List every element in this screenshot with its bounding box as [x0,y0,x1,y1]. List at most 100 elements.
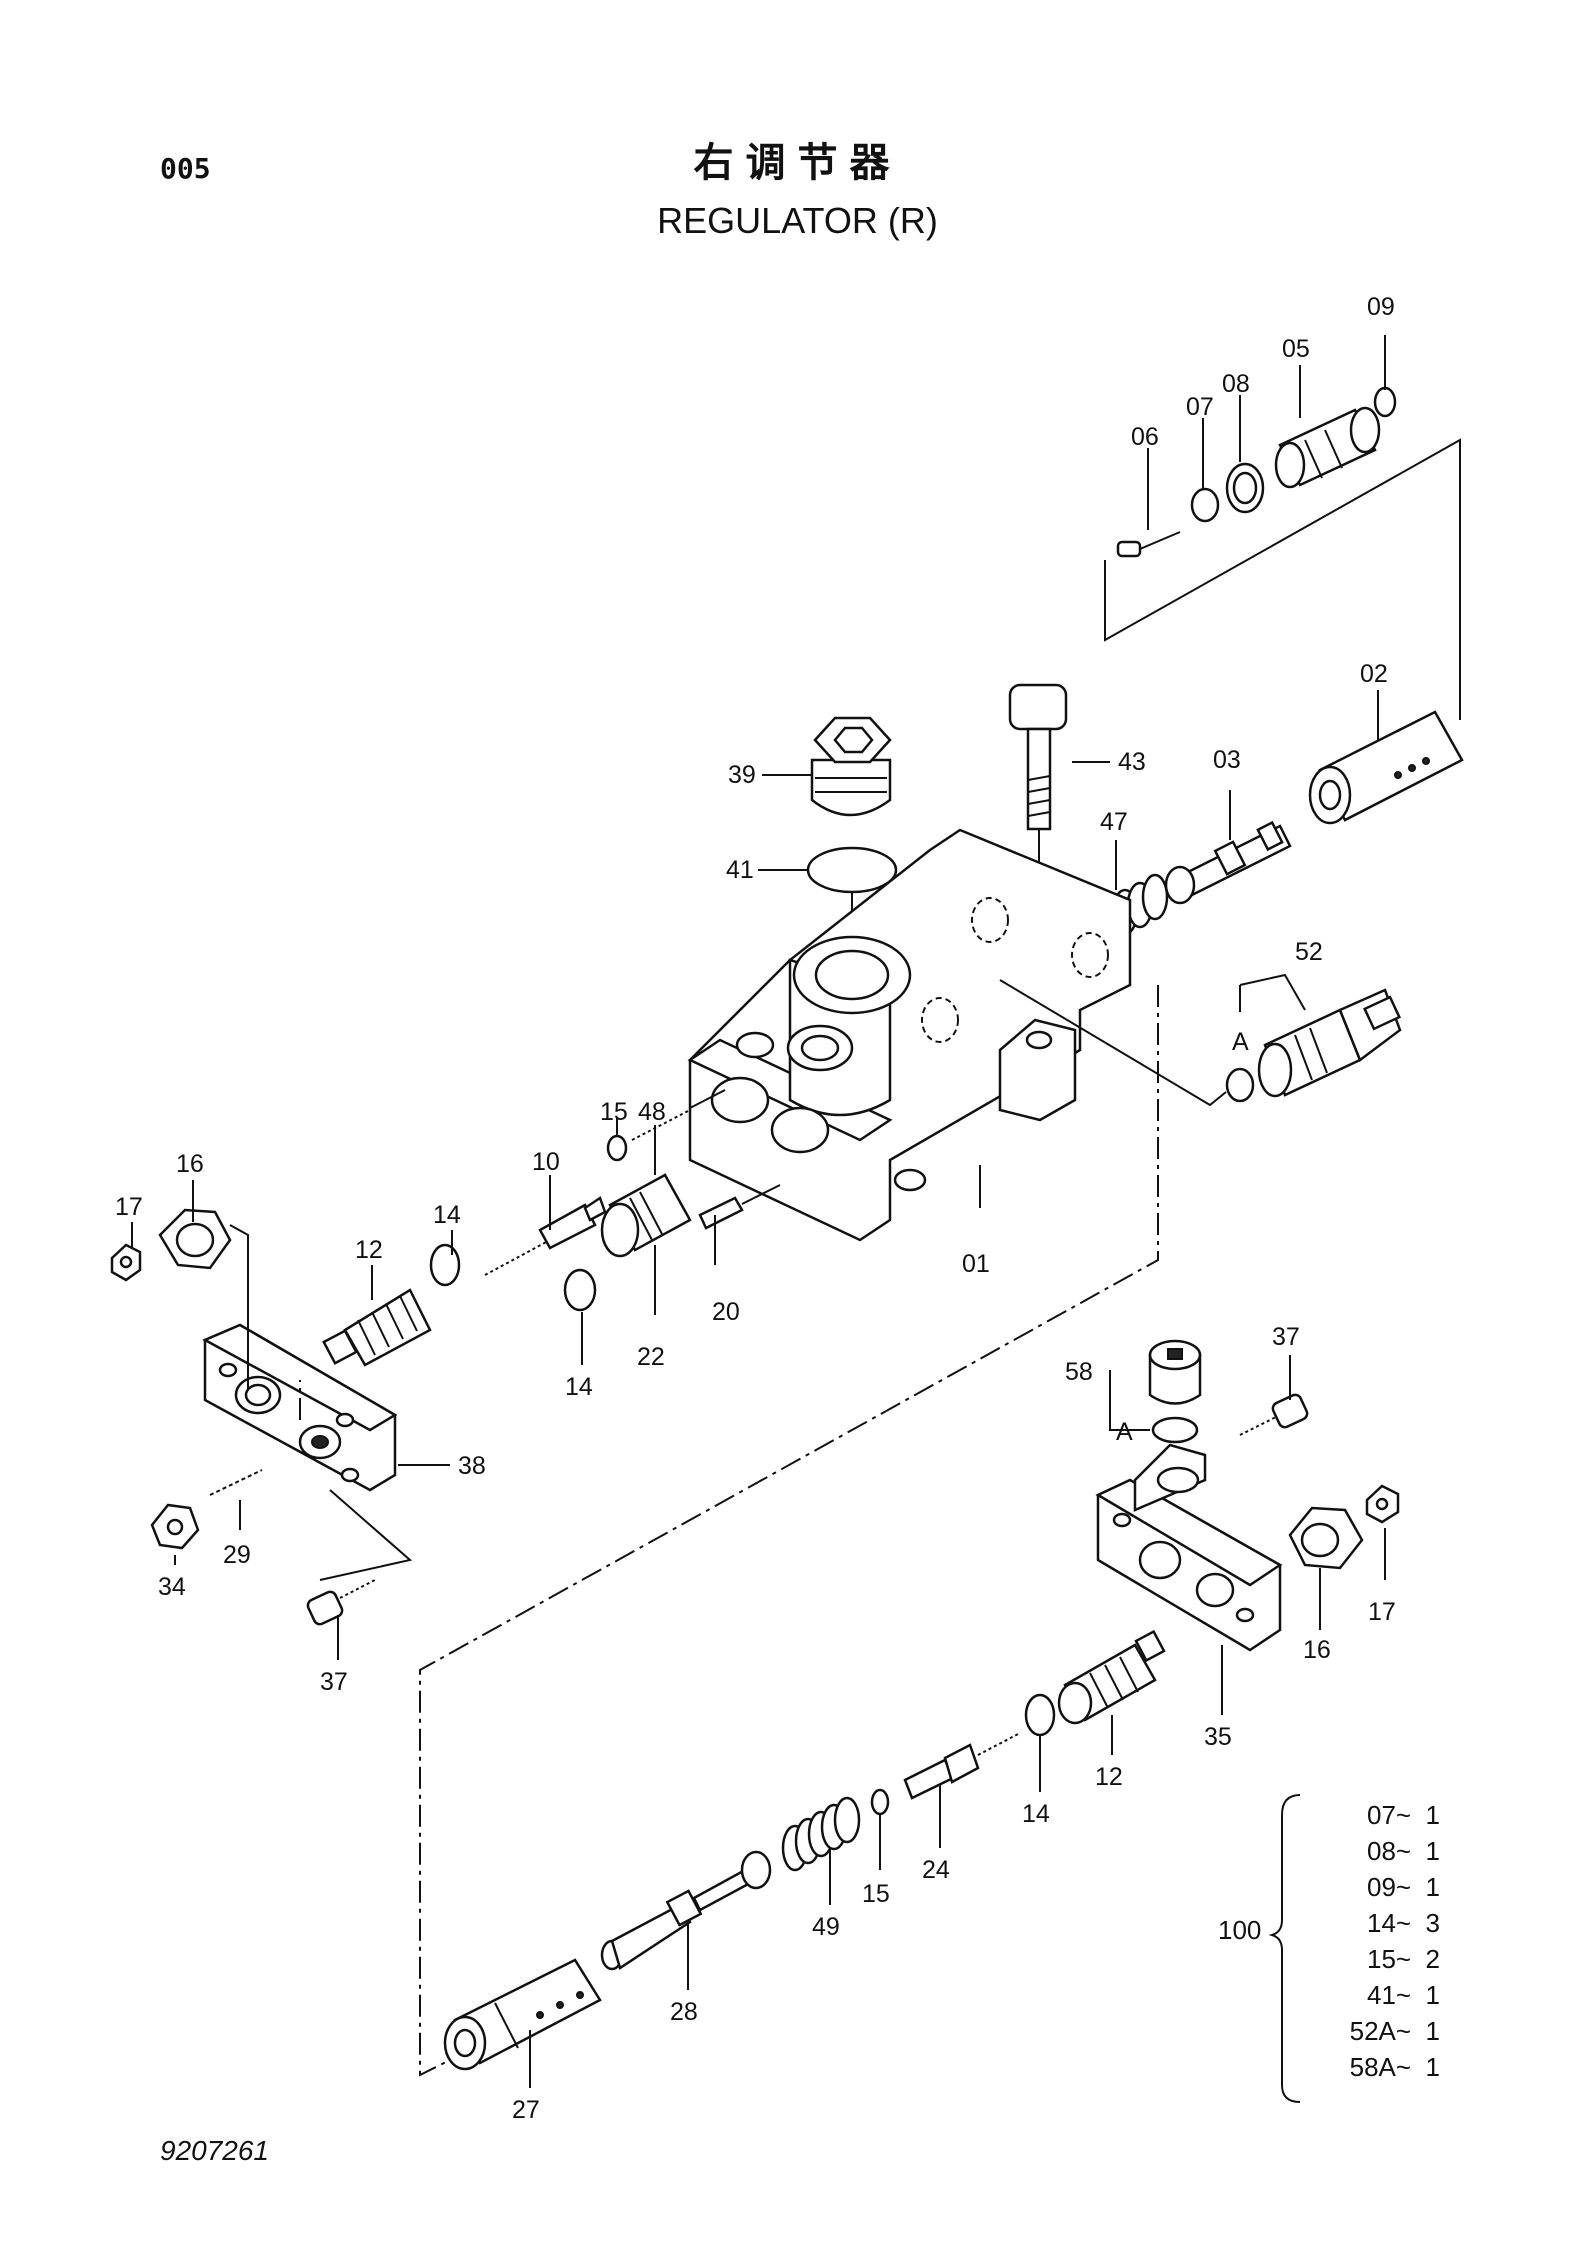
part-24-spool [903,1732,1021,1800]
callout-16-right: 16 [1303,1636,1331,1664]
kit-item: 08~ 1 [1366,1836,1440,1866]
part-06-pin [1116,531,1181,558]
callout-58: 58 [1065,1358,1093,1386]
callout-17-right: 17 [1368,1598,1396,1626]
callout-12-right: 12 [1095,1763,1123,1791]
kit-brace [1268,1794,1301,2103]
leader-16-cover [229,1224,249,1390]
callout-03: 03 [1213,746,1241,774]
callout-38: 38 [458,1452,486,1480]
part-16-nut-right [1288,1506,1364,1570]
title-chinese: 右调节器 [693,140,902,186]
kit-number: 100 [1218,1915,1262,1945]
part-58A-oring [1151,1416,1199,1444]
part-07-oring [1190,487,1220,523]
part-02-sleeve [1308,710,1464,825]
callout-A-upper: A [1232,1028,1249,1056]
kit-item: 52A~ 1 [1349,2016,1440,2046]
part-15-oring-lower [870,1788,890,1816]
part-48-spring [631,1109,691,1141]
part-52A-oring [1225,1067,1255,1103]
callout-34: 34 [158,1573,186,1601]
part-35-cover [1095,1443,1283,1652]
part-29-spring [209,1469,263,1496]
part-09-oring [1373,386,1397,418]
callout-27: 27 [512,2096,540,2124]
drawing-number: 9207261 [160,2135,270,2166]
callout-20: 20 [712,1298,740,1326]
callout-22: 22 [637,1343,665,1371]
callout-07: 07 [1186,393,1214,421]
part-28-spool [600,1850,772,1971]
subassembly-bracket [1104,438,1461,720]
part-39-plug [810,716,892,817]
part-43-bolt [1008,683,1068,831]
callout-37-left: 37 [320,1668,348,1696]
callout-52: 52 [1295,938,1323,966]
part-14-oring-a [429,1243,461,1287]
callout-14-mid: 14 [565,1373,593,1401]
callout-12-left: 12 [355,1236,383,1264]
callout-28: 28 [670,1998,698,2026]
kit-item: 09~ 1 [1366,1872,1440,1902]
part-52-sensor [1257,988,1402,1098]
callout-24: 24 [922,1856,950,1884]
callout-06: 06 [1131,423,1159,451]
callout-47: 47 [1100,808,1128,836]
part-37-bolt-right [1239,1393,1309,1436]
part-49-spring [781,1796,861,1872]
callout-A-lower: A [1116,1418,1133,1446]
kit-item: 58A~ 1 [1349,2052,1440,2082]
sensor-leader-a [999,979,1227,1107]
callout-43: 43 [1118,748,1146,776]
part-14-oring-b [563,1268,597,1312]
callout-14-lower: 14 [1022,1800,1050,1828]
part-37-bolt-left [306,1579,376,1626]
callout-leaders [131,335,1386,2088]
part-22-piston [600,1173,692,1258]
part-17-right-hole [1375,1497,1389,1511]
part-10-spool [484,1196,607,1276]
kit-item: 15~ 2 [1366,1944,1440,1974]
part-34-hole [166,1518,184,1536]
part-12-adjuster-right [1057,1629,1166,1725]
part-16-nut-left [158,1208,232,1270]
part-17-hole [119,1255,133,1269]
part-15-oring-upper [606,1134,628,1162]
kit-item: 41~ 1 [1366,1980,1440,2010]
leader-37-cover [319,1489,413,1581]
callout-05: 05 [1282,335,1310,363]
callout-16-left: 16 [176,1150,204,1178]
part-08-ring [1225,462,1265,514]
callout-10: 10 [532,1148,560,1176]
kit-item: 07~ 1 [1366,1800,1440,1830]
callout-41: 41 [726,856,754,884]
callout-08: 08 [1222,370,1250,398]
callout-01: 01 [962,1250,990,1278]
callout-29: 29 [223,1541,251,1569]
leader-58 [1109,1370,1150,1431]
callout-09: 09 [1367,293,1395,321]
callout-02: 02 [1360,660,1388,688]
part-05-sleeve [1274,406,1381,489]
leader-48-body [689,1089,726,1109]
callout-15-upper: 15 [600,1098,628,1126]
title-english: REGULATOR (R) [657,200,938,241]
callout-labels: 09 05 08 07 06 02 03 47 43 39 41 52 A 01… [115,293,1396,2124]
part-03-spool [1164,820,1292,905]
callout-15-lower: 15 [862,1880,890,1908]
part-58-plug [1148,1339,1202,1405]
part-41-oring [806,846,898,894]
part-14-oring-c [1024,1693,1056,1737]
part-27-sleeve [443,1958,602,2071]
callout-37-right: 37 [1272,1323,1300,1351]
callout-49: 49 [812,1913,840,1941]
callout-35: 35 [1204,1723,1232,1751]
center-line-chain [419,985,1159,2077]
callout-39: 39 [728,761,756,789]
part-01-housing [687,828,1132,1242]
part-20-pin [698,1184,781,1230]
part-12-adjuster-left [322,1288,432,1367]
